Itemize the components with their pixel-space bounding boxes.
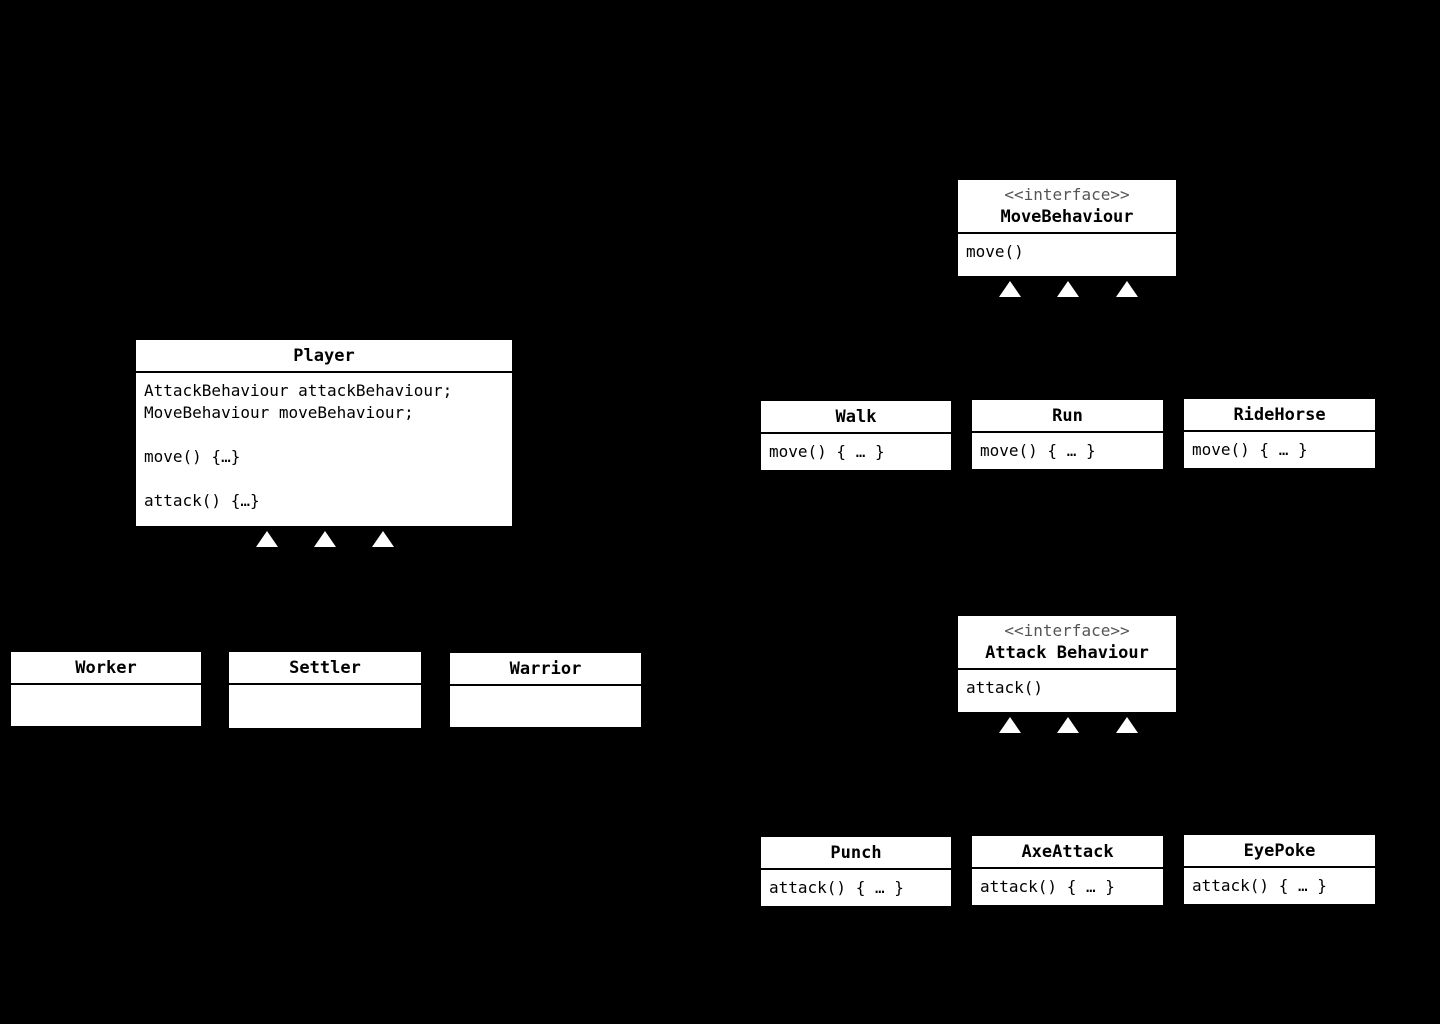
class-body-axeattack: attack() { … }	[972, 869, 1163, 906]
class-header-worker: Worker	[11, 652, 201, 686]
realization-arrow-run	[1057, 281, 1079, 297]
class-box-warrior[interactable]: Warrior	[448, 651, 643, 729]
class-name-ridehorse: RideHorse	[1233, 405, 1326, 425]
class-header-run: Run	[972, 400, 1163, 434]
stereotype-label-attack-behaviour: <<interface>>	[1004, 621, 1130, 640]
realization-arrow-punch	[999, 717, 1021, 733]
realization-arrow-eyepoke	[1116, 717, 1138, 733]
class-name-run: Run	[1052, 406, 1083, 426]
interface-name-attack-behaviour: Attack Behaviour	[985, 642, 1149, 663]
class-box-eyepoke[interactable]: EyePoke attack() { … }	[1182, 833, 1377, 905]
class-box-axeattack[interactable]: AxeAttack attack() { … }	[970, 834, 1165, 906]
interface-header-attack-behaviour: <<interface>> Attack Behaviour	[958, 616, 1176, 670]
generalization-arrow-warrior	[372, 531, 394, 547]
class-name-player: Player	[293, 346, 355, 366]
class-name-eyepoke: EyePoke	[1243, 841, 1316, 861]
class-body-run: move() { … }	[972, 433, 1163, 470]
realization-arrow-walk	[999, 281, 1021, 297]
class-header-walk: Walk	[761, 401, 951, 435]
class-body-eyepoke: attack() { … }	[1184, 868, 1375, 905]
class-body-ridehorse: move() { … }	[1184, 432, 1375, 469]
interface-name-move-behaviour: MoveBehaviour	[1000, 206, 1134, 227]
class-header-eyepoke: EyePoke	[1184, 835, 1375, 869]
class-header-punch: Punch	[761, 837, 951, 871]
class-header-ridehorse: RideHorse	[1184, 399, 1375, 433]
class-box-ridehorse[interactable]: RideHorse move() { … }	[1182, 397, 1377, 469]
interface-body-move-behaviour: move()	[958, 233, 1176, 270]
class-box-punch[interactable]: Punch attack() { … }	[759, 835, 953, 907]
class-name-worker: Worker	[75, 658, 137, 678]
interface-box-attack-behaviour[interactable]: <<interface>> Attack Behaviour attack()	[956, 614, 1178, 714]
class-name-settler: Settler	[289, 658, 361, 678]
class-header-settler: Settler	[229, 652, 421, 686]
interface-body-attack-behaviour: attack()	[958, 669, 1176, 706]
interface-box-move-behaviour[interactable]: <<interface>> MoveBehaviour move()	[956, 178, 1178, 278]
class-box-walk[interactable]: Walk move() { … }	[759, 399, 953, 471]
class-body-player: AttackBehaviour attackBehaviour; MoveBeh…	[136, 373, 512, 520]
class-header-axeattack: AxeAttack	[972, 836, 1163, 870]
class-header-warrior: Warrior	[450, 653, 641, 687]
generalization-arrow-settler	[314, 531, 336, 547]
class-name-axeattack: AxeAttack	[1021, 842, 1114, 862]
class-name-walk: Walk	[835, 407, 877, 427]
class-box-settler[interactable]: Settler	[227, 650, 423, 730]
stereotype-label-move-behaviour: <<interface>>	[1004, 185, 1130, 204]
interface-header-move-behaviour: <<interface>> MoveBehaviour	[958, 180, 1176, 234]
class-box-player[interactable]: Player AttackBehaviour attackBehaviour; …	[134, 338, 514, 528]
class-box-run[interactable]: Run move() { … }	[970, 398, 1165, 470]
class-name-warrior: Warrior	[509, 659, 582, 679]
generalization-arrow-worker	[256, 531, 278, 547]
class-name-punch: Punch	[830, 843, 882, 863]
realization-arrow-axeattack	[1057, 717, 1079, 733]
class-box-worker[interactable]: Worker	[9, 650, 203, 728]
realization-arrow-ridehorse	[1116, 281, 1138, 297]
class-body-punch: attack() { … }	[761, 870, 951, 907]
class-body-walk: move() { … }	[761, 434, 951, 471]
class-header-player: Player	[136, 340, 512, 374]
